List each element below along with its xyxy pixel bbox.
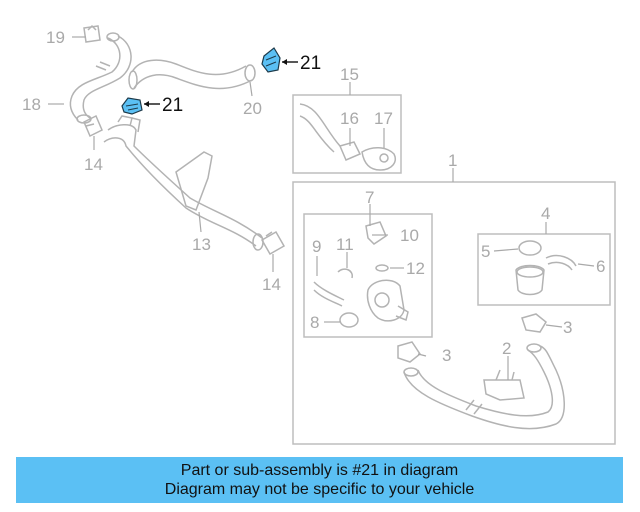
callout-9: 9 [312,237,321,256]
group-box-1 [292,181,616,445]
part-15-contents [299,103,396,171]
callout-13: 13 [192,235,211,254]
callout-21-top: 21 [300,53,321,74]
callout-3-right: 3 [563,318,572,337]
callout-8: 8 [310,313,319,332]
water-pipe-13 [103,115,264,251]
callout-21-left: 21 [162,95,183,116]
callout-3-left: 3 [442,346,451,365]
bracket-2 [483,369,525,401]
clamp-21-left [121,97,143,115]
callout-14-upper: 14 [84,155,103,174]
hose-18-19 [69,24,132,124]
callout-15: 15 [340,65,359,84]
info-banner: Part or sub-assembly is #21 in diagram D… [16,457,623,503]
banner-line-2: Diagram may not be specific to your vehi… [164,481,475,498]
callout-16: 16 [340,109,359,128]
callout-2: 2 [502,339,511,358]
clamp-3-left [397,341,422,363]
callout-12: 12 [406,259,425,278]
group-box-15 [292,94,402,174]
callout-19: 19 [46,28,65,47]
callout-6: 6 [596,257,605,276]
group-box-4 [477,233,611,306]
clamp-14-lower [260,230,286,256]
part-7-contents [313,221,409,328]
callout-17: 17 [374,109,393,128]
callout-4: 4 [541,204,550,223]
callout-labels: 19 18 14 20 13 14 15 16 17 1 7 4 10 11 9… [22,28,605,365]
callout-1: 1 [448,151,457,170]
callout-5: 5 [481,242,490,261]
clamp-14-upper [83,114,103,138]
callout-10: 10 [400,226,419,245]
group-box-7 [303,213,433,338]
callout-11: 11 [336,235,354,254]
callout-14-lower: 14 [262,275,281,294]
lower-hose-1 [403,343,565,430]
leader-lines [48,36,595,380]
clamp-21-top [261,47,281,73]
clamp-3-right [521,313,547,333]
callout-18: 18 [22,95,41,114]
hose-20 [128,59,256,90]
callout-20: 20 [243,99,262,118]
part-4-contents [515,240,577,296]
callout-7: 7 [365,188,374,207]
banner-line-1: Part or sub-assembly is #21 in diagram [180,462,459,479]
